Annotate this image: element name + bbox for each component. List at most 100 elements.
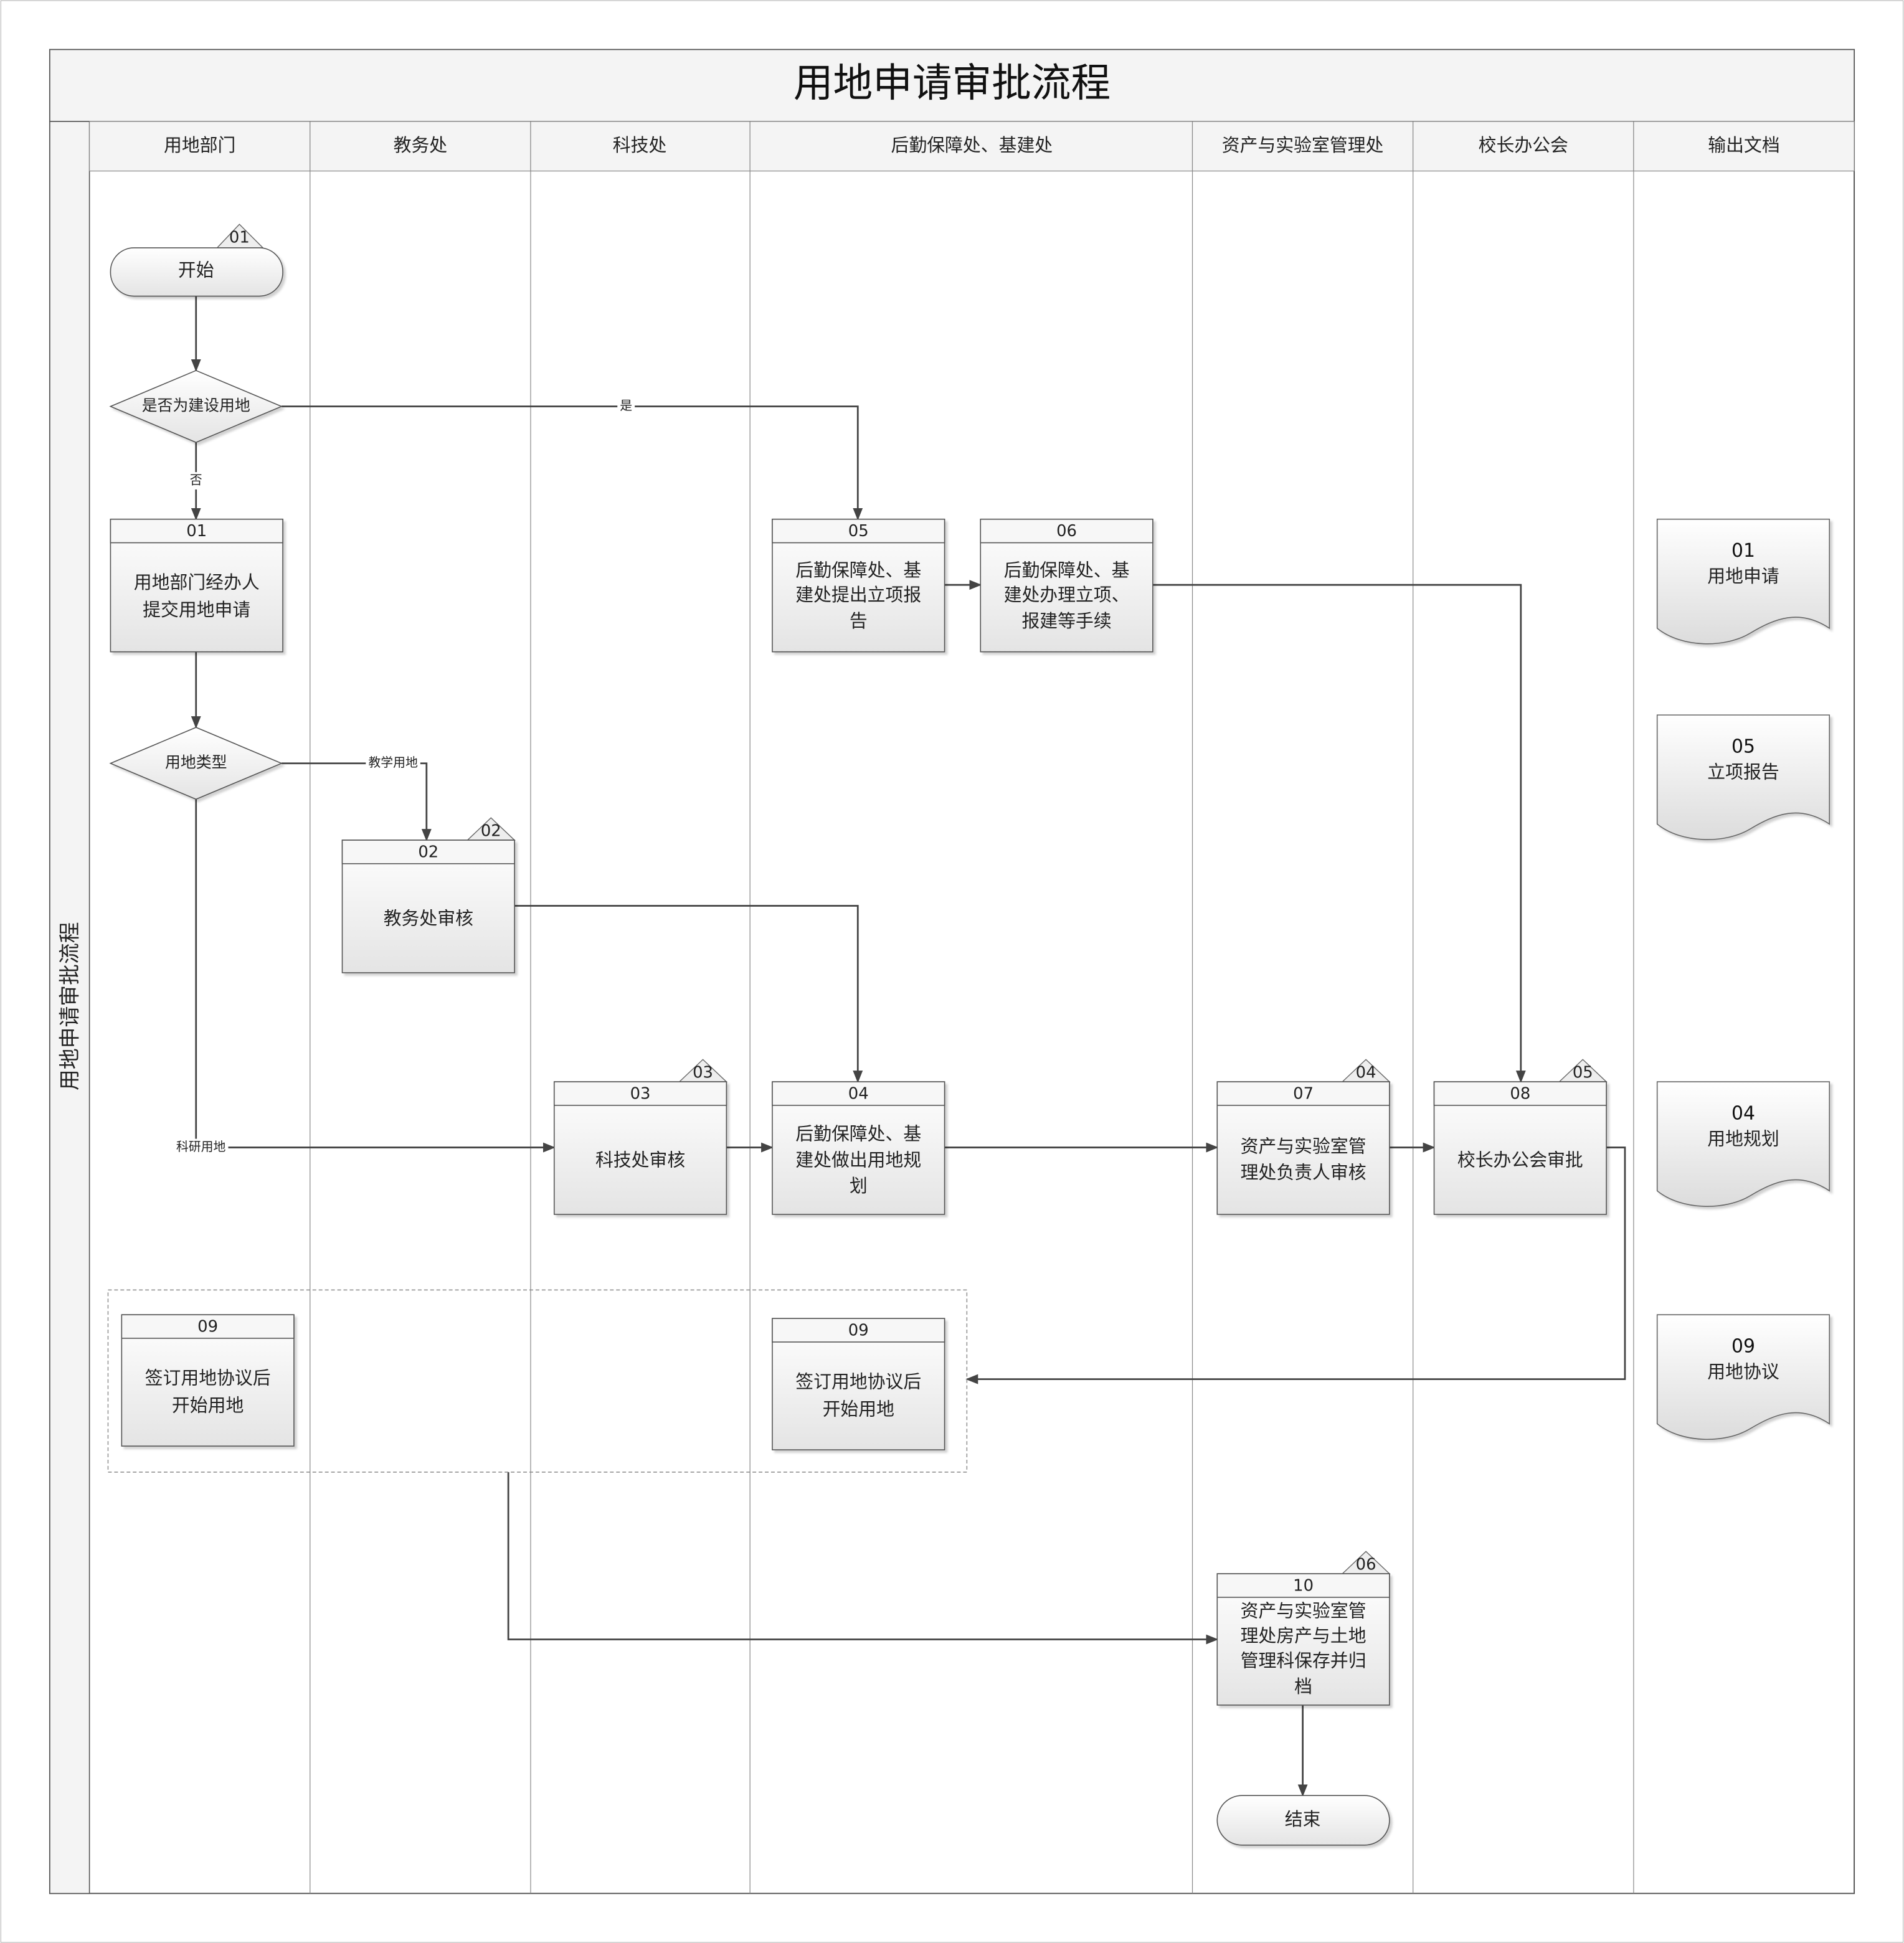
document-shape [1656, 714, 1831, 840]
start-node[interactable] [110, 247, 283, 297]
box-text-line: 报建等手续 [1021, 610, 1111, 631]
box-number: 06 [1056, 522, 1077, 541]
document-label: 用地申请 [1707, 565, 1779, 587]
document-shape [1656, 1314, 1831, 1440]
box-text-line: 理处房产与土地 [1241, 1625, 1366, 1647]
document-label: 用地协议 [1707, 1361, 1779, 1383]
box-text-line: 后勤保障处、基 [1004, 559, 1130, 580]
edge-02-04 [513, 905, 863, 1084]
box-number: 05 [848, 522, 869, 541]
box-text-line: 签订用地协议后 [795, 1371, 921, 1392]
document-label: 用地规划 [1707, 1128, 1779, 1150]
decision-land-type[interactable] [109, 727, 283, 800]
document-shape [1656, 518, 1831, 645]
box-number: 04 [848, 1084, 869, 1103]
lane-header-5 [1413, 121, 1634, 172]
box-text-line: 管理科保存并归 [1241, 1650, 1366, 1671]
box-text-line: 校长办公会审批 [1457, 1149, 1583, 1170]
edge-d2-teach [282, 762, 432, 842]
side-label: 用地申请审批流程 [57, 922, 82, 1090]
process-boxes: 01用地部门经办人提交用地申请05后勤保障处、基建处提出立项报告06后勤保障处、… [110, 518, 1608, 1706]
side-label-bar [49, 121, 90, 1894]
edge-d1-yes [282, 405, 863, 521]
box-header [1433, 1081, 1607, 1106]
lane-label: 教务处 [394, 135, 448, 156]
decision-label: 用地类型 [165, 754, 227, 772]
lane-label: 输出文档 [1708, 135, 1779, 156]
start-label: 开始 [178, 260, 214, 281]
step-tag-text: 02 [481, 822, 501, 841]
box-text-line: 科技处审核 [595, 1149, 685, 1170]
box-text-line: 告 [850, 610, 868, 631]
lane-label: 校长办公会 [1479, 135, 1568, 156]
box-text-line: 建处办理立项、 [1004, 584, 1130, 605]
edge-09-10 [507, 1472, 1219, 1645]
box-text-line: 签订用地协议后 [145, 1368, 271, 1389]
box-number: 01 [186, 522, 207, 541]
lane-header-3 [749, 121, 1193, 172]
lane-headers: 用地部门 教务处 科技处 后勤保障处、基建处 资产与实验室管理处 校长办公会 输… [89, 121, 1855, 172]
page-title: 用地申请审批流程 [793, 60, 1111, 106]
lane-header-2 [530, 121, 751, 172]
start-tag-text: 01 [229, 229, 250, 247]
box-text-line: 开始用地 [823, 1398, 894, 1419]
end-label: 结束 [1285, 1808, 1321, 1830]
document-04[interactable]: 04 用地规划 [1656, 1081, 1831, 1207]
box-text-line: 后勤保障处、基 [795, 559, 921, 580]
step-tag-text: 05 [1573, 1064, 1593, 1082]
box-number: 08 [1510, 1084, 1530, 1103]
process-box-b08[interactable]: 05 08 校长办公会审批 [1433, 1059, 1608, 1215]
box-text-line: 教务处审核 [384, 907, 473, 929]
box-text-line: 用地部门经办人 [134, 572, 260, 593]
decision-construction-land[interactable] [109, 370, 283, 443]
edge-06-08 [1152, 584, 1526, 1084]
lane-header-0 [89, 121, 311, 172]
end-node[interactable] [1216, 1795, 1390, 1846]
lane-header-4 [1191, 121, 1414, 172]
box-number: 10 [1293, 1576, 1314, 1595]
edge-label-research: 科研用地 [176, 1140, 226, 1154]
step-tag-text: 03 [693, 1064, 713, 1082]
document-09[interactable]: 09 用地协议 [1656, 1314, 1831, 1440]
lane-label: 资产与实验室管理处 [1222, 135, 1384, 156]
box-header [553, 1081, 727, 1106]
box-header [1216, 1081, 1390, 1106]
box-text-line: 理处负责人审核 [1241, 1161, 1366, 1183]
pool-frame [49, 49, 1855, 1894]
box-number: 03 [630, 1084, 651, 1103]
box-number: 07 [1293, 1084, 1314, 1103]
box-header [341, 839, 515, 864]
process-box-b03[interactable]: 03 03 科技处审核 [553, 1059, 728, 1215]
lane-label: 科技处 [613, 135, 667, 156]
box-header [121, 1314, 295, 1339]
document-number: 09 [1731, 1335, 1755, 1357]
box-header [110, 518, 283, 544]
box-number: 09 [197, 1318, 218, 1336]
edge-08-09 [965, 1146, 1626, 1384]
box-header [772, 1081, 945, 1106]
box-text-line: 建处做出用地规 [795, 1149, 921, 1170]
box-header [1216, 1573, 1390, 1598]
box-text-line: 划 [850, 1175, 868, 1196]
box-number: 09 [848, 1321, 869, 1340]
box-text-line: 提交用地申请 [143, 599, 250, 620]
box-header [772, 1318, 945, 1343]
edge-label-teaching: 教学用地 [368, 755, 418, 770]
box-header [772, 518, 945, 544]
box-text-line: 资产与实验室管 [1241, 1600, 1366, 1622]
box-text-line: 后勤保障处、基 [795, 1123, 921, 1145]
document-number: 04 [1731, 1102, 1755, 1124]
